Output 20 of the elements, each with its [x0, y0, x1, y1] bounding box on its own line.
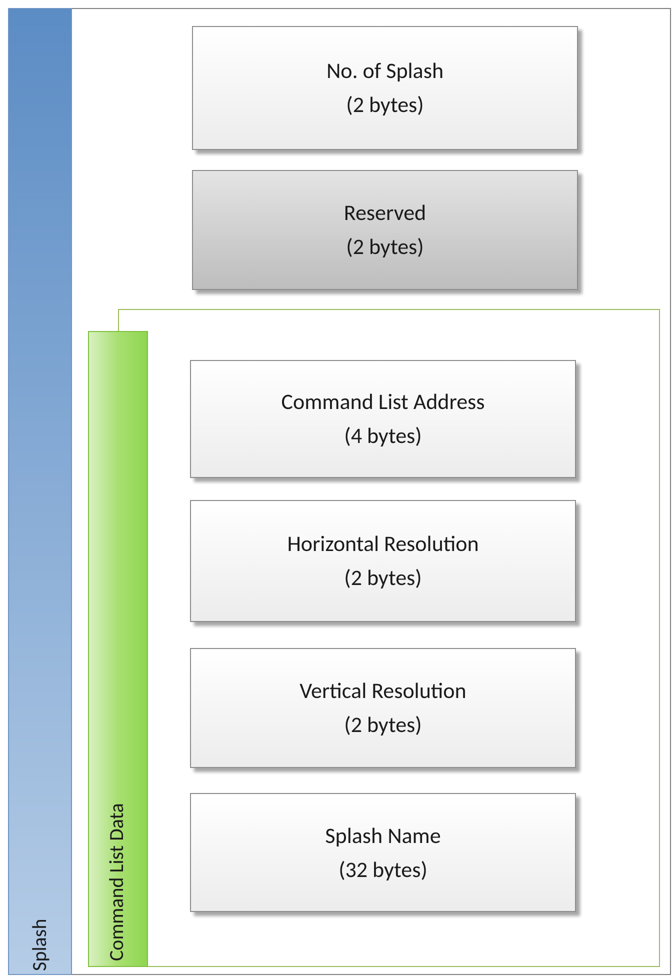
field-label: (32 bytes): [338, 854, 428, 884]
field-label: Splash Name: [325, 820, 441, 850]
field-box: [190, 360, 576, 478]
field-label: Reserved: [344, 198, 426, 228]
field-box: [190, 500, 576, 622]
field-label: (2 bytes): [344, 563, 422, 593]
field-label: (4 bytes): [344, 421, 422, 451]
band-label: Command List Data: [104, 803, 130, 961]
field-label: Vertical Resolution: [300, 676, 466, 706]
reserved-field-box: [192, 170, 578, 290]
band-label: Splash: [27, 918, 53, 971]
field-label: (2 bytes): [344, 710, 422, 740]
field-box: [192, 26, 578, 150]
field-label: Horizontal Resolution: [287, 529, 479, 559]
field-label: Command List Address: [281, 387, 485, 417]
field-label: (2 bytes): [346, 232, 424, 262]
field-label: (2 bytes): [346, 90, 424, 120]
field-label: No. of Splash: [326, 56, 444, 86]
field-box: [190, 793, 576, 912]
field-box: [190, 648, 576, 768]
